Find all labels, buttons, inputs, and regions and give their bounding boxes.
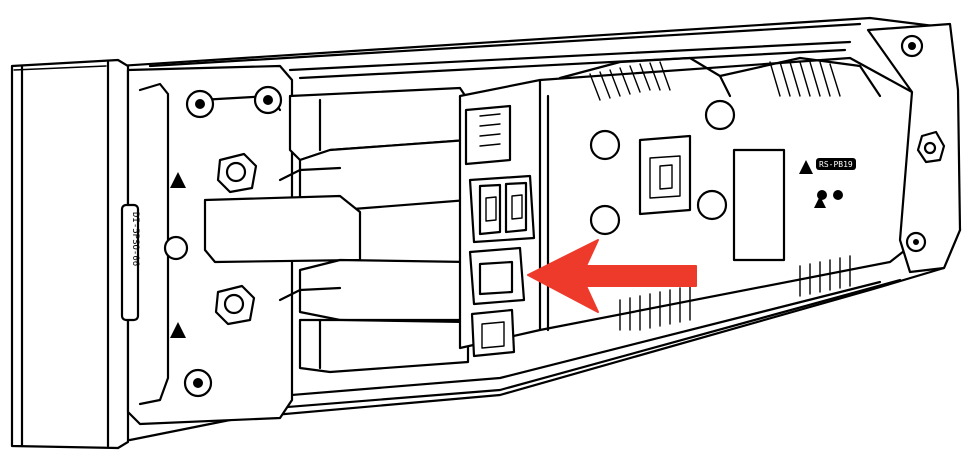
arrow-indicator (527, 239, 697, 313)
connector-column (464, 104, 536, 358)
label-plate (732, 148, 786, 262)
right-end-bracket (866, 22, 962, 274)
bolt-lower (214, 284, 256, 326)
right-connector (638, 134, 692, 216)
red-arrow (527, 239, 697, 313)
cooling-fins-bottom (619, 255, 851, 331)
plate-label: RS-PB19 (819, 160, 853, 169)
left-end-cap (10, 58, 130, 450)
bolt-upper (216, 152, 258, 194)
dual-connector (468, 174, 536, 244)
lower-port (470, 308, 516, 358)
target-port (468, 246, 526, 306)
side-label: DI-5PSO-06 (130, 212, 140, 266)
cooling-fins-top (589, 61, 841, 101)
